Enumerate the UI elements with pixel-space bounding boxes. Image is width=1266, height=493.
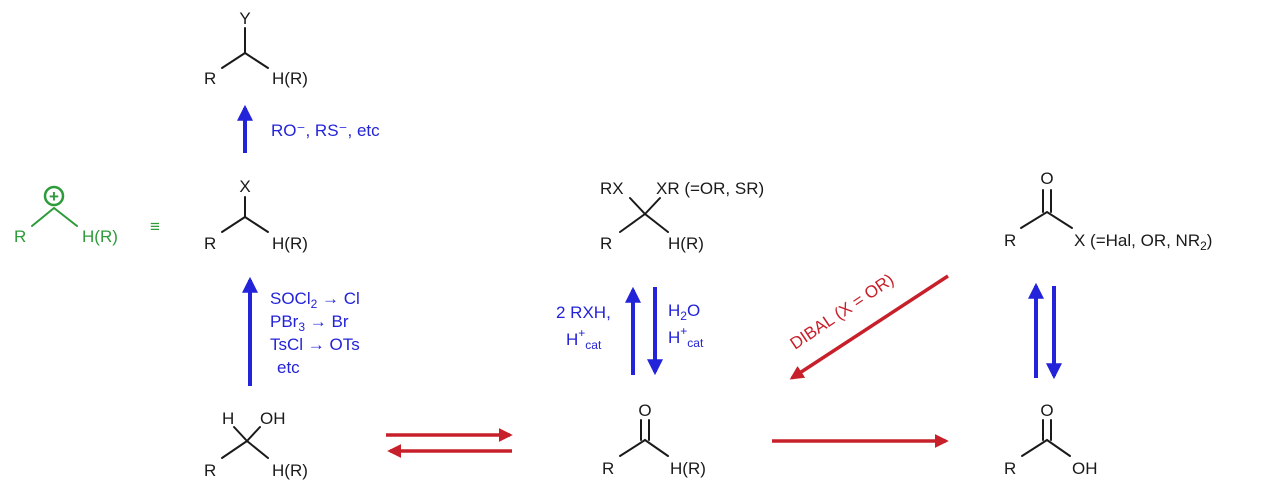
svg-text:H+cat: H+cat [668,324,704,350]
svg-text:TsCl → OTs: TsCl → OTs [270,335,360,354]
aldehyde-structure: O R H(R) [602,401,706,478]
svg-text:PBr3 → Br: PBr3 → Br [270,312,349,334]
carbocation-r-label: R [14,227,26,246]
alcohol-structure: H OH R H(R) [204,409,308,480]
carbocation-h-label: H(R) [82,227,118,246]
substituted-h-label: H(R) [272,69,308,88]
svg-text:H2O: H2O [668,301,700,323]
alcohol-oh-label: OH [260,409,286,428]
svg-text:SOCl2 → Cl: SOCl2 → Cl [270,289,360,311]
alcohol-h-label: H [222,409,234,428]
svg-text:H+cat: H+cat [566,326,602,352]
acetal-rx-label: RX [600,179,624,198]
substituted-y-label: Y [239,9,250,28]
aldehyde-r-label: R [602,459,614,478]
svg-text:2 RXH,: 2 RXH, [556,303,611,322]
activation-reagents: SOCl2 → Cl PBr3 → Br TsCl → OTs etc [270,289,360,377]
acid-oh-label: OH [1072,459,1098,478]
acetal-h-label: H(R) [668,234,704,253]
activated-structure: X R H(R) [204,177,308,253]
svg-text:etc: etc [277,358,300,377]
aldehyde-h-label: H(R) [670,459,706,478]
carbocation-structure: + R H(R) [14,185,118,246]
acetal-conditions: 2 RXH, H+cat H2O H+cat [556,301,704,352]
substituted-r-label: R [204,69,216,88]
acyl-x-label: X (=Hal, OR, NR2) [1074,231,1212,253]
acetal-xr-label: XR (=OR, SR) [656,179,764,198]
equivalence-symbol: ≡ [150,217,160,236]
alcohol-r-label: R [204,461,216,480]
acid-structure: O R OH [1004,401,1098,478]
alcohol-hr-label: H(R) [272,461,308,480]
activated-r-label: R [204,234,216,253]
acid-r-label: R [1004,459,1016,478]
substitution-reagent: RO⁻, RS⁻, etc [271,121,380,140]
acetal-structure: RX XR (=OR, SR) R H(R) [600,179,764,253]
substituted-structure: Y R H(R) [204,9,308,88]
acid-o-label: O [1040,401,1053,420]
carbocation-charge: + [49,187,59,206]
activated-h-label: H(R) [272,234,308,253]
dibal-reduction-arrow [789,274,949,380]
acyl-structure: O R X (=Hal, OR, NR2) [1004,169,1212,253]
dibal-label: DIBAL (X = OR) [787,270,898,353]
aldehyde-o-label: O [638,401,651,420]
acyl-o-label: O [1040,169,1053,188]
positive-charge-icon [43,185,65,207]
acyl-r-label: R [1004,231,1016,250]
acetal-r-label: R [600,234,612,253]
activated-x-label: X [239,177,250,196]
